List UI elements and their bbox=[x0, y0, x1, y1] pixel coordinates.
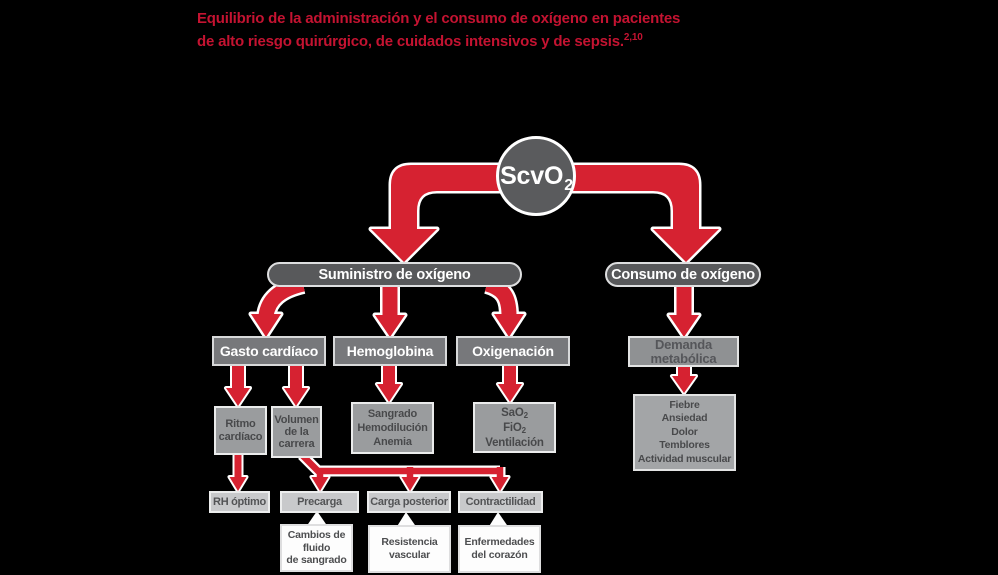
node-label-line: Demanda bbox=[654, 337, 713, 352]
callout-line: vascular bbox=[388, 549, 430, 561]
node-label-line: Ansiedad bbox=[661, 412, 708, 425]
callout-heart-disease: Enfermedades del corazón bbox=[458, 525, 541, 573]
node-label-line: metabólica bbox=[650, 350, 717, 366]
node-label-line: Temblores bbox=[659, 439, 710, 452]
scvo2-subscript: 2 bbox=[564, 176, 573, 194]
callout-tails bbox=[306, 511, 509, 528]
node-label: Suministro de oxígeno bbox=[318, 266, 471, 283]
node-label: Gasto cardíaco bbox=[219, 343, 319, 359]
title-line1: Equilibrio de la administración y el con… bbox=[197, 10, 681, 27]
reference-superscript: 2,10 bbox=[623, 32, 643, 43]
callout-line: Cambios de bbox=[287, 529, 346, 542]
node-rh-optimo: RH óptimo bbox=[209, 491, 270, 513]
node-label-line: Fiebre bbox=[669, 398, 700, 411]
node-label-line: Ritmo bbox=[225, 417, 256, 430]
sao2-subscript: 2 bbox=[523, 410, 528, 420]
title-line2: de alto riesgo quirúrgico, de cuidados i… bbox=[197, 32, 643, 50]
callout-line: Enfermedades bbox=[464, 536, 535, 548]
callout-line: fluido bbox=[302, 541, 331, 554]
node-cardiac-output: Gasto cardíaco bbox=[212, 336, 326, 366]
node-label: Contractilidad bbox=[465, 496, 536, 508]
node-label-line: Ventilación bbox=[485, 436, 544, 449]
node-oxygenation: Oxigenación bbox=[456, 336, 570, 366]
node-preload: Precarga bbox=[280, 491, 359, 513]
node-contractility: Contractilidad bbox=[458, 491, 543, 513]
node-label-line: SaO2 bbox=[501, 406, 528, 420]
node-label-line: Volumen bbox=[274, 414, 319, 426]
node-label: Hemoglobina bbox=[346, 343, 434, 359]
node-oxygen-supply: Suministro de oxígeno bbox=[267, 262, 522, 287]
node-hemoglobin: Hemoglobina bbox=[333, 336, 447, 366]
node-scvo2-label: ScvO2 bbox=[500, 161, 573, 194]
diagram-title: Equilibrio de la administración y el con… bbox=[197, 9, 757, 51]
node-label: Consumo de oxígeno bbox=[611, 266, 755, 283]
node-label-line: Anemia bbox=[373, 436, 412, 448]
node-oxygen-consumption: Consumo de oxígeno bbox=[605, 262, 761, 287]
node-label-line: FiO2 bbox=[503, 421, 526, 435]
node-label: RH óptimo bbox=[213, 496, 266, 508]
node-label-line: Sangrado bbox=[367, 408, 418, 420]
node-label: Oxigenación bbox=[472, 343, 554, 359]
node-label-line: Hemodilución bbox=[357, 422, 428, 434]
callout-line: del corazón bbox=[471, 549, 528, 561]
node-hemoglobin-factors: Sangrado Hemodilución Anemia bbox=[351, 402, 434, 454]
node-label-line: de la bbox=[284, 426, 309, 438]
arrow-red-layer bbox=[226, 165, 719, 491]
node-label: Carga posterior bbox=[370, 496, 448, 508]
node-label-line: Dolor bbox=[671, 425, 698, 438]
node-demand-factors: Fiebre Ansiedad Dolor Temblores Activida… bbox=[633, 394, 736, 471]
callout-vascular-resistance: Resistencia vascular bbox=[368, 525, 451, 573]
node-label-line: cardíaco bbox=[218, 430, 263, 443]
node-scvo2: ScvO2 bbox=[496, 136, 576, 216]
callout-fluid-changes: Cambios de fluido de sangrado bbox=[280, 524, 353, 572]
node-label-line: carrera bbox=[278, 438, 315, 450]
node-oxygenation-factors: SaO2 FiO2 Ventilación bbox=[473, 402, 556, 453]
node-metabolic-demand: Demanda metabólica bbox=[628, 336, 739, 367]
node-label: Precarga bbox=[297, 496, 342, 508]
node-heart-rate: Ritmo cardíaco bbox=[214, 406, 267, 455]
fio2-subscript: 2 bbox=[521, 425, 526, 435]
node-label-line: Actividad muscular bbox=[637, 452, 732, 465]
callout-line: Resistencia bbox=[381, 536, 438, 548]
callout-line: de sangrado bbox=[286, 554, 347, 567]
node-stroke-volume: Volumen de la carrera bbox=[271, 406, 322, 458]
node-afterload: Carga posterior bbox=[367, 491, 451, 513]
